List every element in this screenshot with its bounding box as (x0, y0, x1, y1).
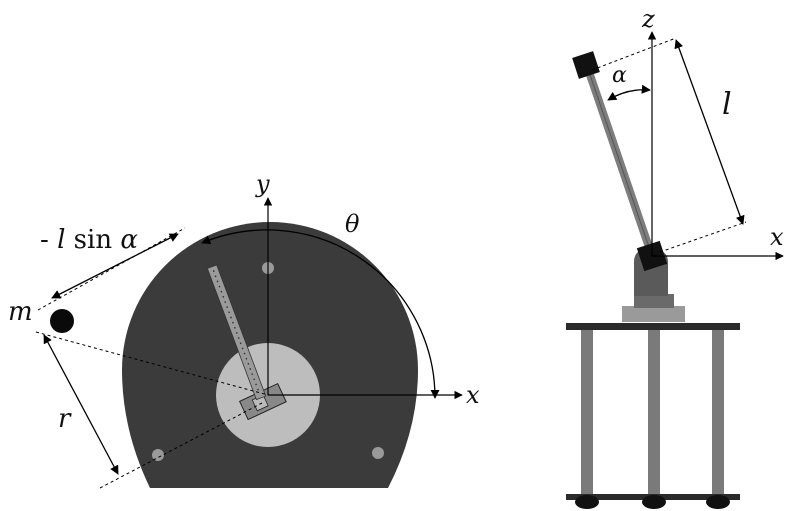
z-label: z (641, 5, 655, 33)
post-middle (648, 328, 660, 498)
m-label: m (8, 297, 33, 327)
l-sin-alpha-dimension (51, 233, 179, 299)
r-dimension (43, 334, 119, 475)
l-dimension (674, 39, 745, 225)
side-view: z α l x (566, 5, 784, 509)
motor-base (634, 294, 674, 308)
foot-right (706, 495, 730, 509)
motor-flange (622, 306, 685, 322)
foot-left (575, 495, 599, 509)
y-label-left: y (255, 170, 270, 198)
pendulum-top-block (572, 51, 600, 79)
dashed-line-through-hub (35, 331, 269, 396)
theta-arc (201, 229, 440, 399)
r-label: r (58, 404, 72, 434)
mass-ball (50, 309, 74, 333)
top-plate (566, 323, 740, 330)
x-label-left: x (466, 381, 480, 409)
alpha-arc (607, 84, 651, 101)
l-label-right: l (722, 87, 732, 122)
top-view: - l sin α θ m r y x (8, 170, 480, 489)
post-left (581, 328, 593, 498)
dashed-l-bottom (659, 221, 747, 253)
screw-hole-left (152, 449, 164, 461)
post-right (712, 328, 724, 498)
dashed-line-bottom (99, 402, 263, 489)
screw-hole-right (372, 447, 384, 459)
theta-label: θ (345, 210, 360, 238)
l-sin-alpha-label: - l sin α (40, 225, 138, 255)
foot-middle (642, 495, 666, 509)
dashed-l-top (591, 37, 677, 71)
x-label-right: x (770, 223, 784, 251)
alpha-label-right: α (612, 63, 627, 88)
